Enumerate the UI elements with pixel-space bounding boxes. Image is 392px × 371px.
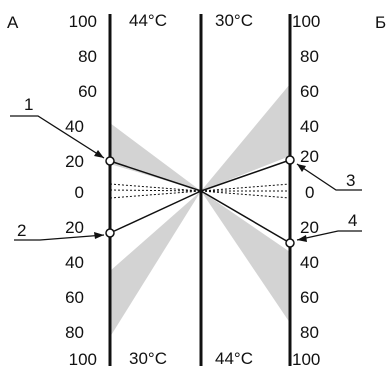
left-tick: 80	[78, 47, 97, 66]
wedge-right-upper	[201, 84, 290, 191]
ray-1	[109, 160, 202, 192]
marker-3	[285, 155, 295, 165]
callout-label-4: 4	[348, 211, 357, 230]
callout-label-3: 3	[346, 171, 355, 190]
right-scale-ticks: 100 80 60 40 20 0 20 40 60 80 100	[292, 12, 320, 369]
marker-1	[105, 156, 115, 166]
left-tick: 60	[65, 288, 84, 307]
side-label-right: Б	[375, 13, 386, 32]
marker-2	[105, 228, 115, 238]
wedge-left-upper	[110, 123, 201, 191]
left-tick: 100	[69, 350, 97, 369]
wedge-left-lower	[110, 191, 201, 337]
right-tick: 80	[300, 323, 319, 342]
temperature-top-left: 44°C	[129, 11, 167, 30]
right-tick: 20	[300, 147, 319, 166]
temperature-bottom-left: 30°C	[129, 349, 167, 368]
left-tick: 60	[78, 82, 97, 101]
left-tick: 20	[65, 152, 84, 171]
ray-4	[200, 190, 291, 244]
right-tick: 60	[300, 82, 319, 101]
side-label-left: А	[7, 13, 19, 32]
left-tick: 100	[69, 12, 97, 31]
callout-leaders	[10, 115, 362, 241]
left-tick: 0	[75, 183, 84, 202]
right-tick: 0	[305, 183, 314, 202]
callout-label-1: 1	[24, 95, 33, 114]
ray-3	[200, 159, 291, 192]
marker-4	[285, 238, 295, 248]
right-tick: 40	[300, 117, 319, 136]
right-tick: 100	[292, 350, 320, 369]
callout-arrowheads	[94, 150, 307, 242]
right-tick: 80	[300, 47, 319, 66]
left-tick: 40	[65, 117, 84, 136]
right-tick: 20	[300, 218, 319, 237]
temperature-top-right: 30°C	[215, 11, 253, 30]
ray-2	[109, 190, 202, 234]
right-tick: 60	[300, 288, 319, 307]
wedge-right-lower	[201, 191, 290, 323]
left-tick: 40	[65, 253, 84, 272]
left-scale-ticks: 100 80 60 40 20 0 20 40 60 80 100	[65, 12, 97, 369]
callout-label-2: 2	[17, 221, 26, 240]
temperature-bottom-right: 44°C	[215, 349, 253, 368]
dotted-rays	[109, 183, 291, 199]
right-tick: 100	[292, 12, 320, 31]
left-tick: 20	[65, 218, 84, 237]
left-tick: 80	[65, 323, 84, 342]
right-tick: 40	[300, 253, 319, 272]
